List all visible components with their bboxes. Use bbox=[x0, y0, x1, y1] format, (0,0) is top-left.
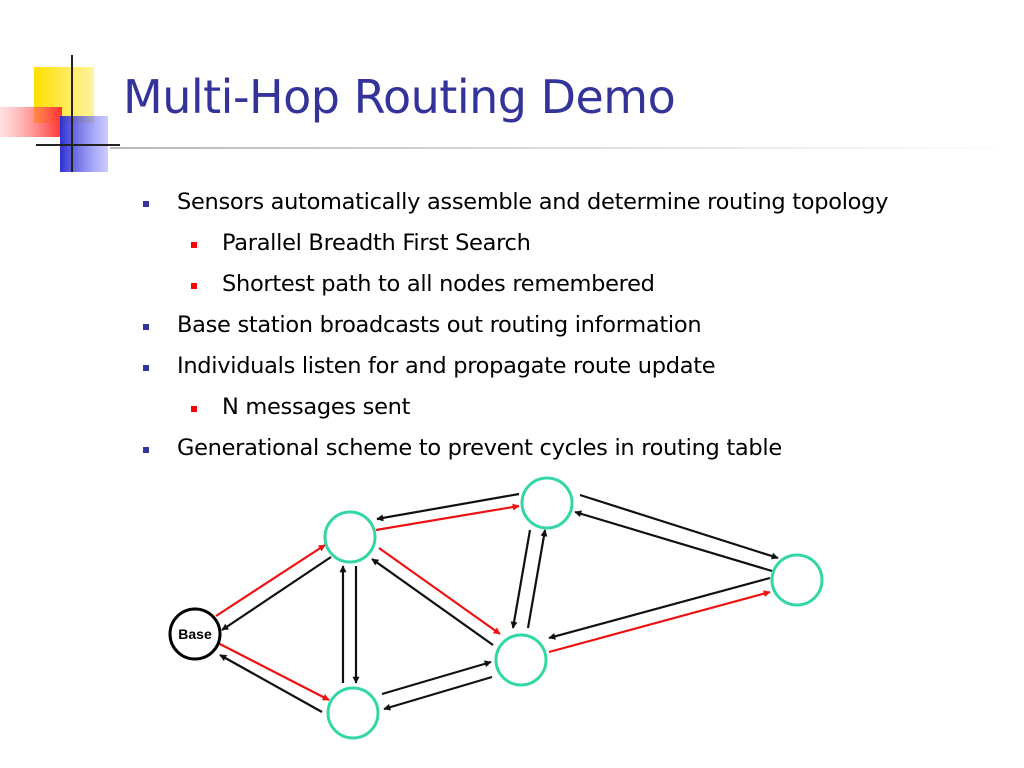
bullet-text: Sensors automatically assemble and deter… bbox=[177, 189, 889, 215]
base-station-node bbox=[168, 607, 222, 661]
link-arrow-e-to-base bbox=[219, 654, 323, 713]
link-arrow-c-to-b bbox=[574, 510, 773, 573]
node-b bbox=[520, 476, 574, 530]
title-underline bbox=[110, 147, 1024, 149]
node-e bbox=[326, 686, 380, 740]
diagram-links bbox=[213, 492, 779, 713]
node-d bbox=[494, 633, 548, 687]
sub-bullet-item: Parallel Breadth First Search bbox=[191, 230, 531, 256]
link-arrow-e-to-d bbox=[381, 660, 492, 696]
bullet-square-icon bbox=[143, 365, 149, 371]
bullet-item: Individuals listen for and propagate rou… bbox=[143, 353, 716, 379]
sub-bullet-item: N messages sent bbox=[191, 394, 411, 420]
bullet-item: Sensors automatically assemble and deter… bbox=[143, 189, 889, 215]
logo-red-bar bbox=[0, 107, 62, 137]
bullet-item: Base station broadcasts out routing info… bbox=[143, 312, 702, 338]
node-a bbox=[323, 510, 377, 564]
diagram-nodes bbox=[168, 476, 824, 740]
link-arrow-a-to-d bbox=[378, 547, 501, 635]
link-arrow-d-to-b bbox=[526, 529, 548, 629]
bullet-text: Parallel Breadth First Search bbox=[222, 230, 531, 256]
sub-bullet-square-icon bbox=[191, 406, 197, 412]
bullet-item: Generational scheme to prevent cycles in… bbox=[143, 435, 782, 461]
link-arrow-d-to-c bbox=[548, 590, 771, 654]
link-arrow-b-to-c bbox=[579, 493, 779, 560]
link-arrow-a-to-b bbox=[375, 503, 520, 532]
node-c bbox=[770, 553, 824, 607]
sub-bullet-square-icon bbox=[191, 242, 197, 248]
link-arrow-d-to-e bbox=[383, 675, 493, 711]
sub-bullet-item: Shortest path to all nodes remembered bbox=[191, 271, 655, 297]
slide-logo bbox=[0, 55, 120, 172]
link-arrow-d-to-a bbox=[371, 558, 494, 646]
bullet-text: Shortest path to all nodes remembered bbox=[222, 271, 655, 297]
link-arrow-a-to-base bbox=[221, 556, 332, 631]
base-station-label: Base bbox=[178, 626, 212, 642]
bullet-square-icon bbox=[143, 201, 149, 207]
slide-title: Multi-Hop Routing Demo bbox=[123, 70, 676, 124]
bullet-text: Generational scheme to prevent cycles in… bbox=[177, 435, 782, 461]
bullet-square-icon bbox=[143, 324, 149, 330]
link-arrow-c-to-d bbox=[548, 576, 771, 640]
bullet-text: Base station broadcasts out routing info… bbox=[177, 312, 702, 338]
link-arrow-b-to-a bbox=[376, 492, 520, 522]
link-arrow-base-to-a bbox=[215, 544, 326, 617]
bullet-text: Individuals listen for and propagate rou… bbox=[177, 353, 716, 379]
link-arrow-base-to-e bbox=[213, 640, 330, 701]
sub-bullet-square-icon bbox=[191, 283, 197, 289]
bullet-square-icon bbox=[143, 447, 149, 453]
link-arrow-b-to-d bbox=[510, 529, 532, 629]
bullet-text: N messages sent bbox=[222, 394, 411, 420]
